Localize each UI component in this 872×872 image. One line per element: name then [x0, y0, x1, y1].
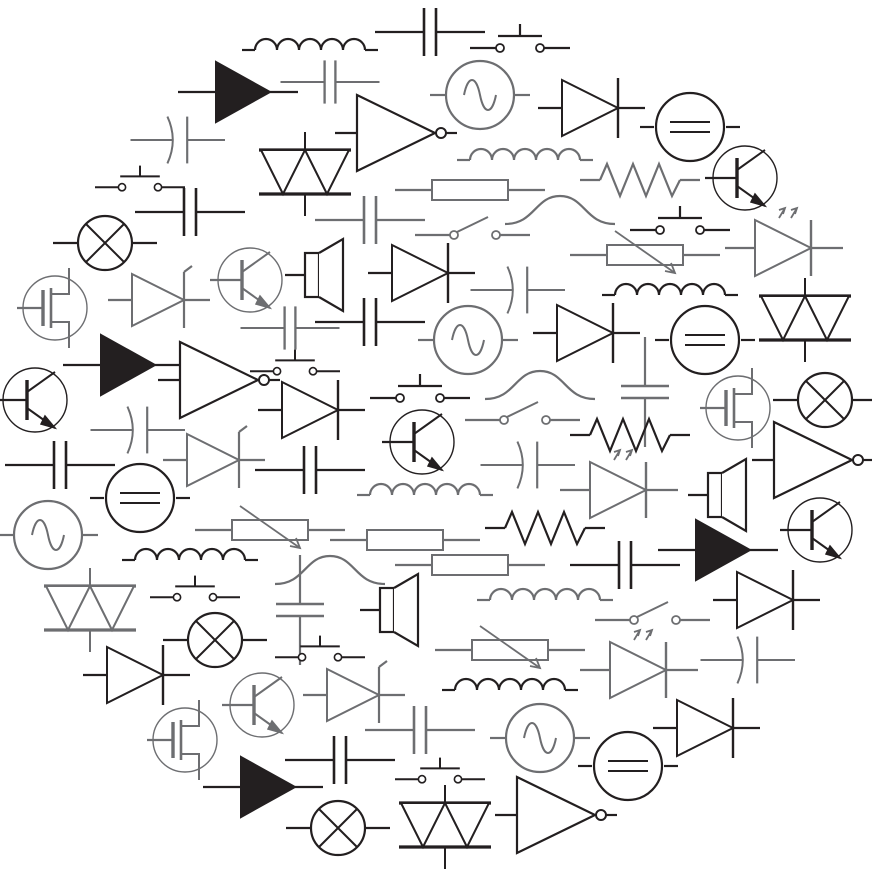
capacitor-pol-symbol	[90, 406, 186, 454]
capacitor-symbol	[315, 298, 425, 346]
led-symbol	[580, 628, 698, 700]
box-resistor-symbol	[395, 554, 545, 576]
var-resistor-symbol	[435, 625, 585, 670]
inductor-symbol	[477, 587, 613, 602]
lamp-x-symbol	[286, 799, 390, 857]
lamp-x-symbol	[773, 371, 872, 429]
capacitor-symbol	[285, 736, 395, 784]
switch-symbol	[249, 349, 341, 376]
led-symbol	[725, 206, 843, 278]
lamp-eq-symbol	[90, 462, 190, 534]
speaker-symbol	[688, 457, 748, 533]
box-resistor-symbol	[330, 529, 480, 551]
diode-z-symbol	[108, 265, 210, 328]
switch-open-symbol	[595, 601, 710, 625]
capacitor-symbol	[280, 60, 380, 104]
capacitor-symbol	[276, 555, 324, 665]
diode-filled-symbol	[203, 755, 323, 819]
inductor-symbol	[602, 282, 738, 297]
fuse-symbol	[484, 369, 596, 401]
mosfet-symbol	[147, 700, 218, 780]
triac-symbol	[759, 278, 851, 362]
diode-symbol	[368, 243, 475, 303]
capacitor-symbol	[570, 541, 680, 589]
capacitor-symbol	[375, 8, 485, 56]
triac-symbol	[259, 132, 351, 216]
box-resistor-symbol	[395, 179, 545, 201]
npn-symbol	[0, 367, 68, 433]
buffer-symbol	[158, 340, 280, 420]
diode-z-symbol	[163, 425, 265, 488]
ac-source-symbol	[0, 499, 98, 571]
npn-symbol	[382, 409, 455, 475]
lamp-eq-symbol	[578, 730, 678, 802]
inductor-symbol	[122, 547, 258, 562]
buffer-symbol	[752, 420, 872, 500]
switch-symbol	[149, 575, 241, 602]
mosfet-symbol	[17, 268, 88, 348]
mosfet-symbol	[700, 368, 771, 448]
npn-symbol	[705, 145, 778, 211]
capacitor-pol-symbol	[470, 266, 566, 314]
switch-open-symbol	[465, 401, 580, 425]
ac-source-symbol	[418, 304, 518, 376]
speaker-symbol	[360, 572, 420, 648]
npn-symbol	[210, 247, 283, 313]
capacitor-symbol	[621, 337, 669, 447]
resistor-symbol	[580, 161, 700, 199]
lamp-eq-symbol	[655, 304, 755, 376]
lamp-x-symbol	[163, 611, 267, 669]
triac-symbol	[399, 785, 491, 869]
diode-z-symbol	[303, 660, 405, 723]
inductor-symbol	[242, 37, 378, 52]
switch-symbol	[394, 757, 486, 784]
led-symbol	[560, 448, 678, 520]
npn-symbol	[222, 672, 295, 738]
fuse-symbol	[274, 554, 386, 586]
ac-source-symbol	[490, 702, 590, 774]
capacitor-pol-symbol	[130, 116, 226, 164]
capacitor-symbol	[255, 446, 365, 494]
capacitor-symbol	[315, 196, 425, 244]
diode-symbol	[83, 645, 190, 705]
ac-source-symbol	[430, 59, 530, 131]
resistor-symbol	[570, 416, 690, 454]
switch-symbol	[470, 24, 570, 53]
capacitor-pol-symbol	[700, 636, 796, 684]
capacitor-symbol	[365, 706, 475, 754]
switch-symbol	[94, 165, 186, 192]
var-resistor-symbol	[195, 505, 345, 550]
speaker-symbol	[285, 237, 345, 313]
capacitor-symbol	[5, 441, 115, 489]
switch-open-symbol	[415, 216, 530, 240]
diode-filled-symbol	[178, 60, 298, 124]
switch-symbol	[370, 374, 470, 403]
npn-symbol	[780, 497, 853, 563]
inductor-symbol	[442, 677, 578, 692]
resistor-symbol	[485, 509, 605, 547]
diode-symbol	[653, 698, 760, 758]
inductor-symbol	[457, 147, 593, 162]
capacitor-pol-symbol	[480, 441, 576, 489]
lamp-eq-symbol	[640, 91, 740, 163]
diode-symbol	[538, 78, 645, 138]
diode-filled-symbol	[63, 333, 183, 397]
buffer-symbol	[335, 93, 457, 173]
var-resistor-symbol	[570, 230, 720, 275]
capacitor-symbol	[135, 188, 245, 236]
fuse-symbol	[504, 194, 616, 226]
diode-symbol	[713, 570, 820, 630]
diode-filled-symbol	[658, 518, 778, 582]
buffer-symbol	[495, 775, 617, 855]
diode-symbol	[533, 303, 640, 363]
diode-symbol	[258, 380, 365, 440]
inductor-symbol	[357, 482, 493, 497]
triac-symbol	[44, 568, 136, 652]
switch-symbol	[630, 206, 730, 235]
switch-symbol	[274, 635, 366, 662]
lamp-x-symbol	[53, 214, 157, 272]
capacitor-symbol	[240, 306, 340, 350]
